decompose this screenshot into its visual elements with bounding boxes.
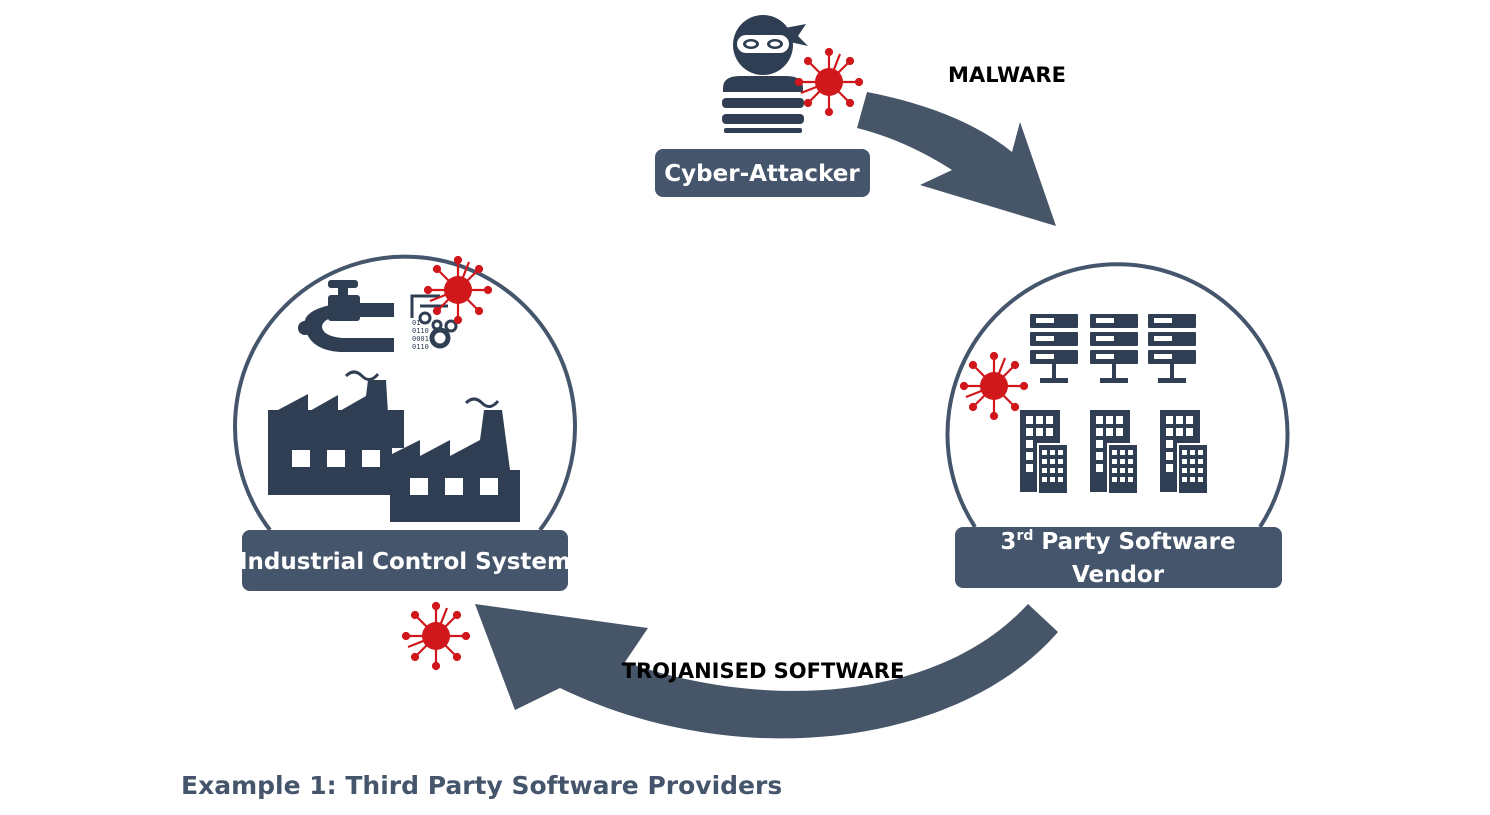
svg-text:0001: 0001: [412, 335, 429, 343]
pipe-valve-icon: [298, 280, 394, 352]
servers-icon: [1030, 314, 1196, 383]
caption: Example 1: Third Party Software Provider…: [181, 771, 782, 800]
vendor-label-line2: Vendor: [1072, 562, 1165, 588]
virus-icon: [794, 47, 864, 117]
svg-text:0110: 0110: [412, 327, 429, 335]
trojanised-software-arrow: [475, 604, 1058, 739]
vendor-node: 3rd Party Software Vendor: [955, 527, 1282, 588]
malware-arrow: [857, 92, 1056, 226]
ics-circle: [233, 254, 577, 532]
masked-thief-icon: [722, 15, 808, 133]
ics-node: Industrial Control System: [239, 530, 571, 591]
vendor-circle: [945, 262, 1290, 529]
trojanised-software-label: TROJANISED SOFTWARE: [622, 659, 905, 683]
cyber-attacker-label: Cyber-Attacker: [664, 161, 860, 187]
ics-label: Industrial Control System: [239, 549, 571, 575]
virus-icon: [401, 601, 471, 671]
malware-label: MALWARE: [948, 63, 1066, 87]
virus-icon: [423, 255, 493, 325]
cyber-attacker-node: Cyber-Attacker: [655, 149, 870, 197]
binary-gears-icon: 01 0110 0001 0110: [410, 294, 458, 351]
buildings-icon: [1019, 409, 1209, 495]
virus-icon: [959, 351, 1029, 421]
svg-text:01: 01: [412, 319, 420, 327]
factory-icon: [268, 370, 520, 522]
svg-text:0110: 0110: [412, 343, 429, 351]
vendor-label-line1: 3rd Party Software: [1000, 528, 1235, 555]
